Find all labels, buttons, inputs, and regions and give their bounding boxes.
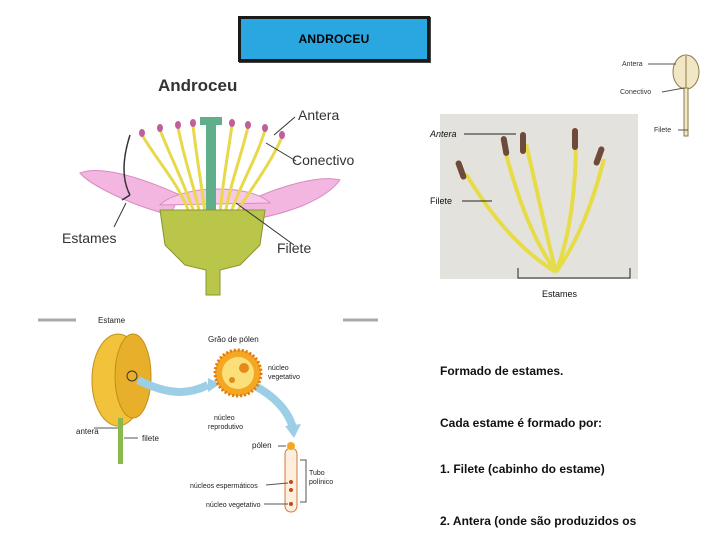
flower-petal-left	[79, 170, 181, 216]
flower-pistil	[206, 120, 216, 220]
pollen-label-nucleos-espermaticos: núcleos espermáticos	[190, 483, 258, 490]
flower-anthers	[139, 119, 285, 139]
title-box: ANDROCEU	[238, 16, 430, 62]
pollen-label-antera: antera	[76, 427, 99, 436]
small-label-conectivo: Conectivo	[620, 89, 651, 96]
flower-estames-brace	[121, 134, 131, 201]
pollen-filament	[118, 418, 123, 464]
photo-label-estames: Estames	[542, 289, 578, 299]
pollen-label-filete: filete	[142, 434, 159, 443]
slide-title: ANDROCEU	[298, 32, 370, 46]
flower-heading: Androceu	[158, 76, 237, 95]
flower-label-filete: Filete	[277, 240, 311, 256]
text-line-2: Cada estame é formado por:	[440, 416, 603, 430]
pollen-label-grao: Grão de pólen	[208, 335, 259, 344]
flower-label-antera: Antera	[298, 107, 339, 123]
small-label-filete: Filete	[654, 127, 671, 134]
photo-label-filete: Filete	[430, 196, 452, 206]
text-line-4: 2. Antera (onde são produzidos os	[440, 514, 637, 528]
flower-label-conectivo: Conectivo	[292, 152, 354, 168]
flower-stamens	[140, 124, 284, 216]
text-line-1: Formado de estames.	[440, 364, 564, 378]
stamens-photo: Antera Filete Estames	[429, 114, 638, 299]
pollen-label-polen: pólen	[252, 441, 272, 450]
pollen-diagram: Estame antera filete Grão de pólen núcle…	[38, 316, 378, 513]
photo-label-antera: Antera	[429, 129, 457, 139]
pollen-label-estame: Estame	[98, 316, 126, 325]
text-line-3: 1. Filete (cabinho do estame)	[440, 462, 605, 476]
flower-label-estames: Estames	[62, 230, 116, 246]
small-stamen-diagram: Antera Conectivo Filete	[620, 54, 700, 137]
flower-receptacle	[159, 209, 266, 296]
flower-diagram: Androceu Antera Conectivo Estames Filete	[62, 76, 354, 296]
pollen-label-nucleo-vegetativo-2: núcleo vegetativo	[206, 502, 261, 509]
small-label-antera: Antera	[622, 61, 643, 68]
